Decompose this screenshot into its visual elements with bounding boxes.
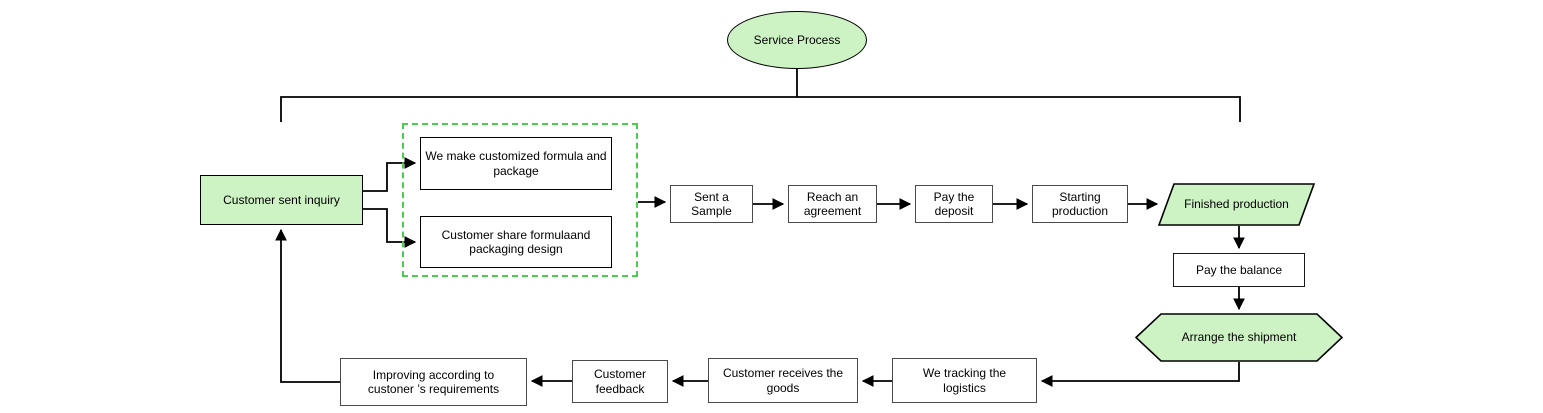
options-dashed-group [402, 123, 638, 277]
node-service-process-label: Service Process [753, 32, 841, 47]
node-customer-feedback: Customer feedback [572, 360, 668, 403]
node-customer-receives-goods-label: Customer receives the goods [722, 366, 844, 395]
node-customer-share-formula: Customer share formulaand packaging desi… [420, 216, 612, 268]
node-arrange-the-shipment: Arrange the shipment [1135, 313, 1343, 362]
node-we-tracking-logistics-label: We tracking the logistics [922, 366, 1007, 395]
node-customer-feedback-label: Customer feedback [593, 367, 646, 396]
node-finished-production-label: Finished production [1184, 197, 1289, 212]
node-we-tracking-logistics: We tracking the logistics [892, 358, 1037, 403]
node-pay-the-balance: Pay the balance [1173, 253, 1305, 287]
node-we-make-customized: We make customized formula and package [420, 137, 612, 190]
node-customer-receives-goods: Customer receives the goods [708, 358, 858, 403]
node-sent-a-sample: Sent a Sample [670, 185, 753, 223]
node-customer-share-formula-label: Customer share formulaand packaging desi… [441, 227, 591, 256]
parallelogram-shape [1158, 183, 1315, 226]
node-finished-production: Finished production [1158, 183, 1315, 226]
node-pay-the-deposit-label: Pay the deposit [933, 189, 975, 218]
node-pay-the-deposit: Pay the deposit [915, 185, 993, 223]
node-we-make-customized-label: We make customized formula and package [425, 149, 607, 178]
node-customer-sent-inquiry: Customer sent inquiry [200, 175, 363, 225]
node-sent-a-sample-label: Sent a Sample [691, 189, 732, 218]
node-improving-requirements: Improving according to custoner ’s requi… [340, 358, 527, 406]
node-reach-an-agreement-label: Reach an agreement [803, 189, 862, 218]
node-improving-requirements-label: Improving according to custoner ’s requi… [367, 367, 500, 396]
node-starting-production-label: Starting production [1051, 189, 1109, 218]
node-pay-the-balance-label: Pay the balance [1195, 262, 1283, 277]
node-arrange-the-shipment-label: Arrange the shipment [1181, 330, 1297, 345]
node-customer-sent-inquiry-label: Customer sent inquiry [223, 192, 340, 207]
hexagon-shape [1135, 313, 1343, 362]
node-reach-an-agreement: Reach an agreement [788, 185, 877, 223]
node-service-process: Service Process [727, 11, 867, 69]
node-starting-production: Starting production [1032, 185, 1128, 223]
